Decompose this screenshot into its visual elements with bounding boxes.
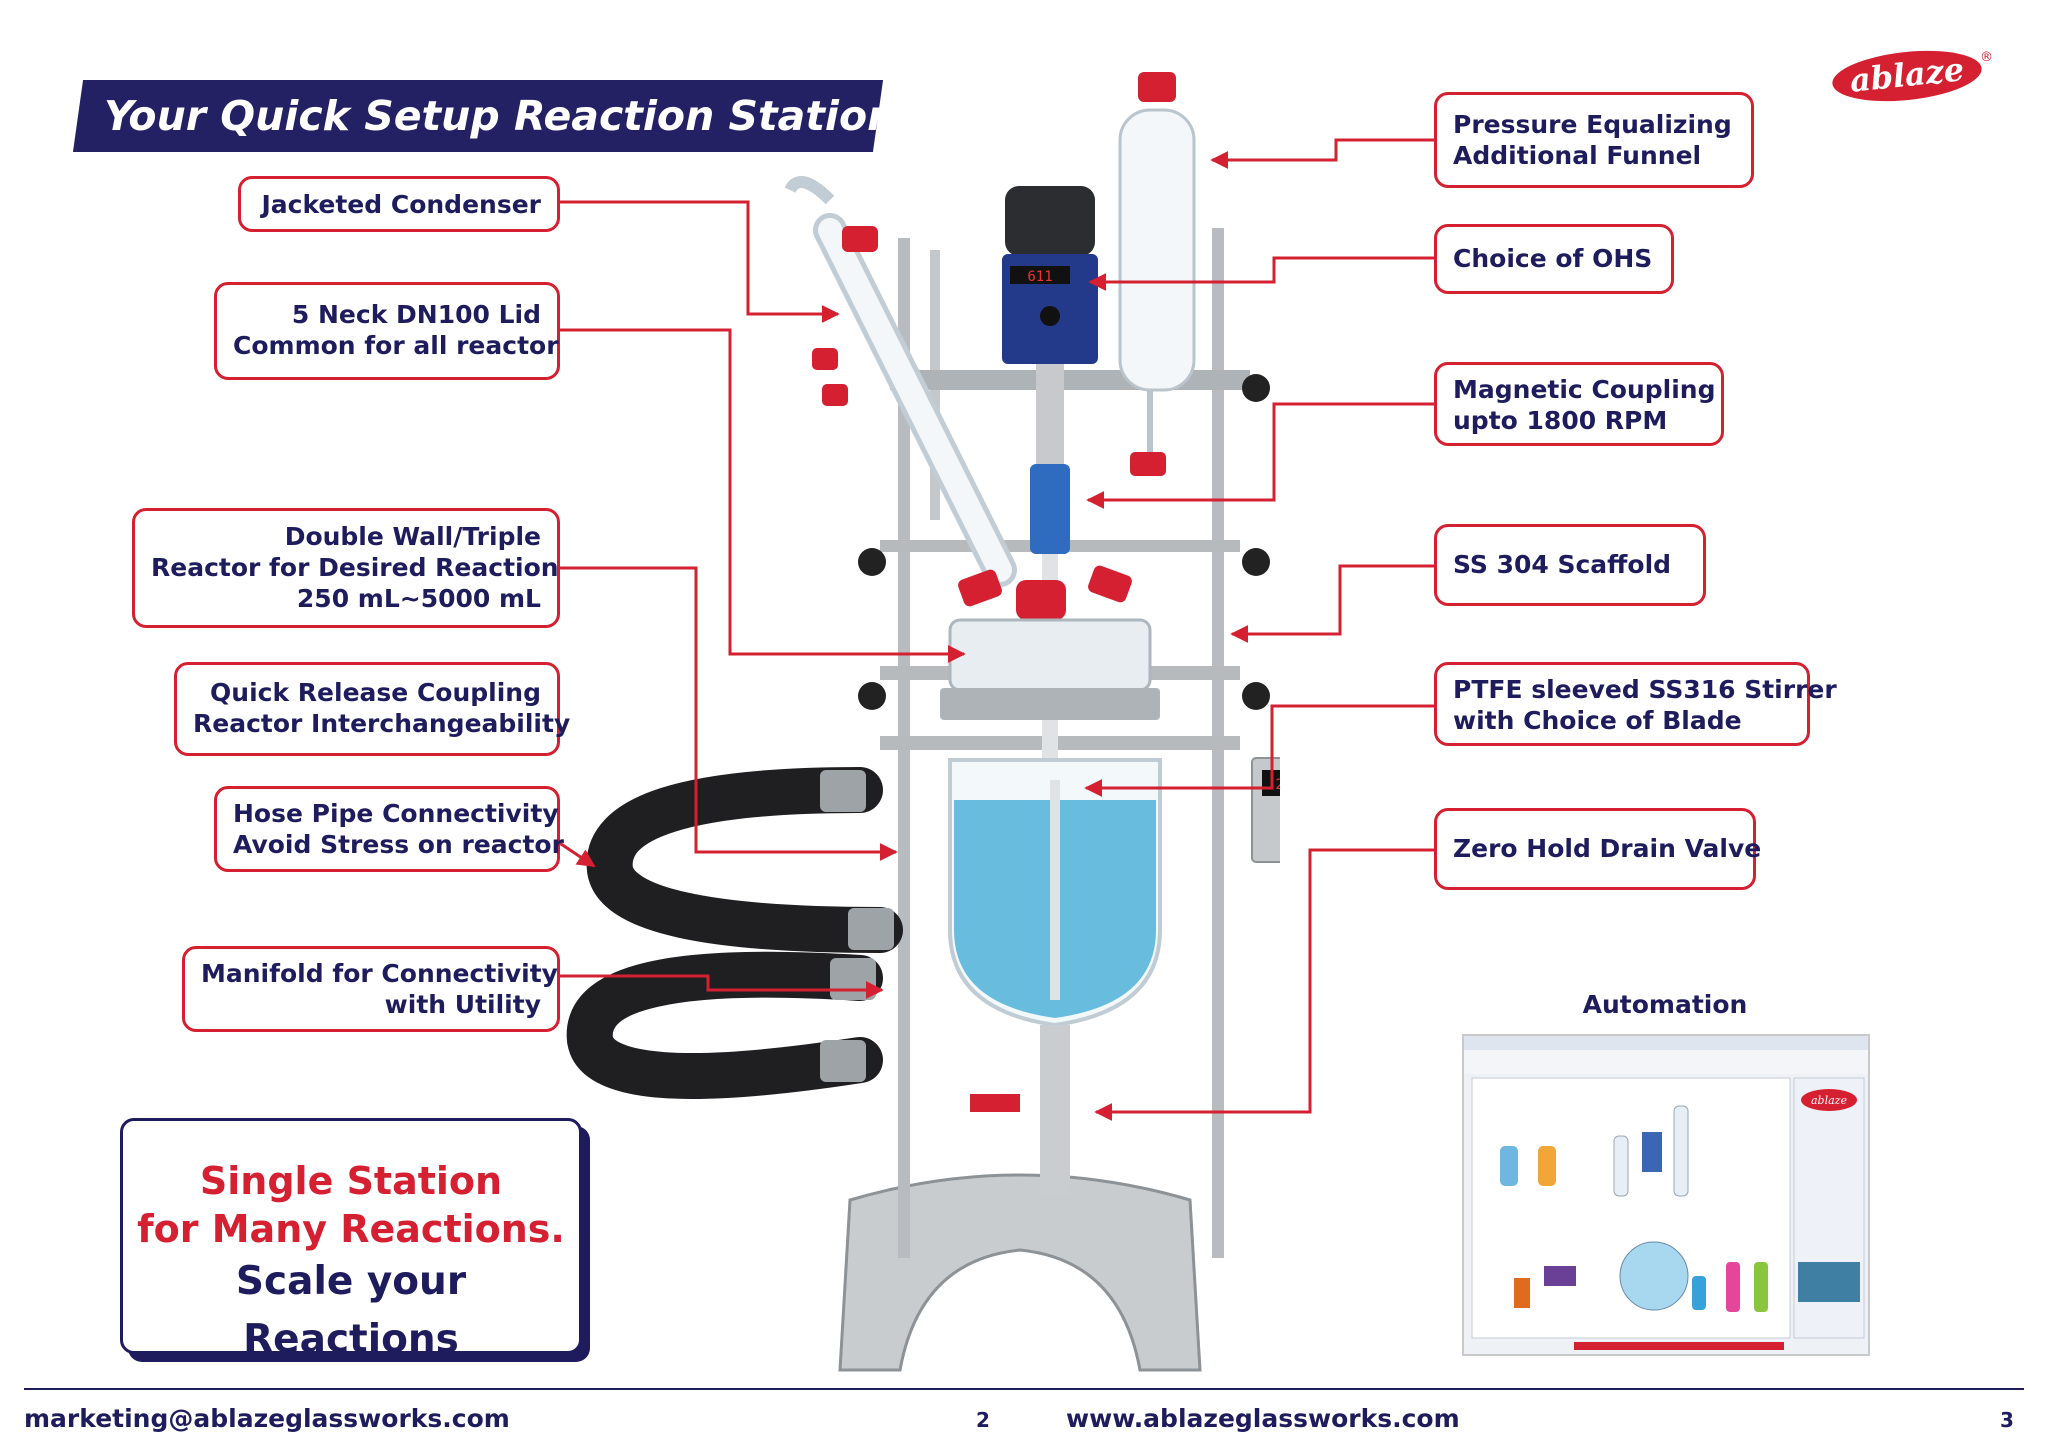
connector-magnetic [1086,402,1436,509]
callout-scaffold: SS 304 Scaffold [1434,524,1706,606]
footer-divider [24,1388,2024,1390]
footer-page-number-left: 2 [976,1408,990,1432]
callout-line: Avoid Stress on reactor [233,830,564,859]
connector-lid [558,328,966,663]
connector-funnel [1210,138,1436,169]
automation-label: Automation [1582,990,1748,1019]
callout-magnetic-coupling: Magnetic Coupling upto 1800 RPM [1434,362,1724,446]
callout-line: with Choice of Blade [1453,706,1742,735]
promo-line-2: for Many Reactions. [137,1207,565,1251]
callout-line: Jacketed Condenser [261,190,541,219]
callout-line: PTFE sleeved SS316 Stirrer [1453,675,1837,704]
callout-neck-lid: 5 Neck DN100 Lid Common for all reactor [214,282,560,380]
callout-line: SS 304 Scaffold [1453,550,1672,579]
callout-line: Quick Release Coupling [210,678,541,707]
connector-condenser [558,200,840,323]
connector-manifold [558,974,884,999]
callout-line: with Utility [384,990,541,1019]
callout-line: Zero Hold Drain Valve [1453,834,1762,863]
callout-line: Hose Pipe Connectivity [233,799,559,828]
footer-email[interactable]: marketing@ablazeglassworks.com [24,1404,510,1433]
automation-diagram: ablaze [1464,1036,1868,1350]
callout-ptfe-stirrer: PTFE sleeved SS316 Stirrer with Choice o… [1434,662,1837,746]
connector-ohs [1088,256,1436,291]
callout-line: Common for all reactor [233,331,559,360]
svg-text:611: 611 [1027,269,1052,285]
connector-reactor [558,566,898,861]
svg-text:240: 240 [1275,777,1280,793]
connector-hose [557,840,596,868]
callout-line: Magnetic Coupling [1453,375,1716,404]
reaction-station-image: 611 240 [566,72,1280,1372]
connector-stirrer [1084,704,1436,797]
callout-line: Double Wall/Triple [284,522,541,551]
callout-reactor: Double Wall/Triple Reactor for Desired R… [132,508,560,628]
screen-logo: ablaze [1811,1094,1847,1107]
callout-manifold: Manifold for Connectivity with Utility [182,946,560,1032]
page-title: Your Quick Setup Reaction Station [104,92,897,140]
callout-hose-pipe: Hose Pipe Connectivity Avoid Stress on r… [214,786,564,872]
callout-pressure-funnel: Pressure Equalizing Additional Funnel [1434,92,1754,188]
registered-mark: ® [1980,50,1993,65]
callout-line: Reactor Interchangeability [193,709,571,738]
callout-drain-valve: Zero Hold Drain Valve [1434,808,1762,890]
promo-line-3: Scale your Reactions [235,1259,467,1362]
callout-jacketed-condenser: Jacketed Condenser [238,176,560,232]
connector-scaffold [1230,564,1436,643]
footer-page-number-right: 3 [2000,1408,2014,1432]
callout-line: Pressure Equalizing [1453,110,1732,139]
callout-line: Manifold for Connectivity [201,959,558,988]
promo-line-1: Single Station [199,1159,503,1203]
callout-quick-release: Quick Release Coupling Reactor Interchan… [174,662,571,756]
callout-line: 250 mL~5000 mL [296,584,541,613]
footer-website[interactable]: www.ablazeglassworks.com [1066,1404,1460,1433]
callout-line: 5 Neck DN100 Lid [291,300,541,329]
callout-line: upto 1800 RPM [1453,406,1668,435]
callout-ohs: Choice of OHS [1434,224,1674,294]
callout-line: Additional Funnel [1453,141,1702,170]
automation-screenshot: ablaze [1462,1034,1870,1356]
promo-box: Single Station for Many Reactions. Scale… [120,1118,582,1362]
callout-line: Reactor for Desired Reaction [151,553,559,582]
callout-line: Choice of OHS [1453,244,1653,273]
connector-valve [1094,848,1436,1121]
